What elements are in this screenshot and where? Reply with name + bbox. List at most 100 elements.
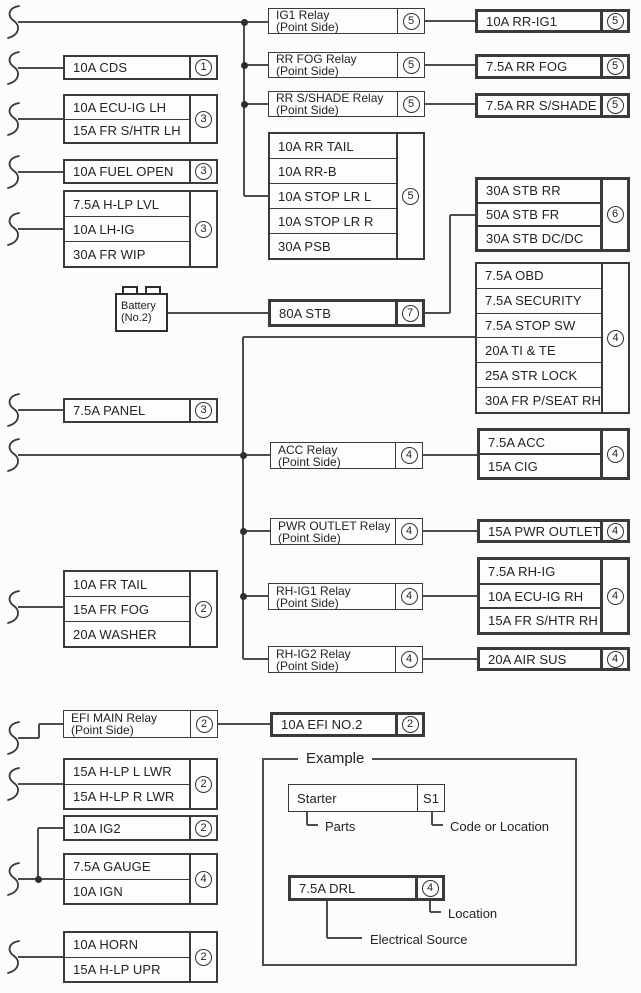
location-cell: 5	[397, 92, 424, 116]
fuse-row: 10A RR TAIL	[270, 134, 396, 158]
location-number-circled: 4	[400, 523, 418, 540]
fuse-row: 10A LH-IG	[65, 216, 189, 241]
relay-label-line: RH-IG2 Relay	[276, 646, 351, 661]
location-number-circled: 7	[401, 304, 419, 322]
location-cell: 3	[189, 96, 216, 142]
location-number-circled: 4	[400, 447, 418, 464]
location-number-circled: 3	[195, 402, 212, 419]
location-number-circled: 4	[606, 522, 624, 540]
fuse-row: 30A STB RR	[478, 180, 600, 202]
fuse-row: 7.5A STOP SW	[477, 312, 601, 338]
junction-dot	[239, 592, 247, 600]
location-number-circled: 2	[195, 948, 212, 966]
wire	[18, 118, 63, 120]
location-cell: 1	[189, 57, 216, 78]
location-cell: 5	[600, 57, 627, 76]
fuse-label: 10A HORN	[73, 937, 139, 953]
location-code: S1	[423, 790, 439, 806]
fuse-row: 15A H-LP R LWR	[65, 783, 189, 809]
fuse-row: 7.5A SECURITY	[477, 287, 601, 313]
wire-break-symbol	[2, 101, 24, 142]
fuse-row: 10A STOP LR R	[270, 208, 396, 233]
wire	[327, 937, 362, 939]
wire	[243, 595, 268, 597]
example-title: Example	[298, 750, 373, 767]
rh-ig2-relay: RH-IG2 Relay(Point Side)4	[268, 646, 423, 673]
fuse-7-5a-rr-fog: 7.5A RR FOG 5	[475, 54, 630, 79]
fuse-label: 7.5A RR S/SHADE	[486, 98, 597, 113]
fuse-label: 10A STOP LR R	[278, 213, 374, 229]
relay-label-line: (Point Side)	[276, 595, 339, 610]
junction-dot	[239, 451, 247, 459]
location-number-circled: 3	[195, 110, 212, 128]
fuse-row: 15A FR FOG	[65, 596, 189, 621]
fuse-label: 10A LH-IG	[73, 221, 135, 237]
location-number-circled: 5	[402, 187, 419, 205]
fuse-label: 7.5A RR FOG	[486, 59, 568, 74]
wire	[18, 21, 268, 23]
wire-break-symbol	[2, 437, 24, 478]
wire	[168, 312, 268, 314]
junction-dot	[240, 61, 248, 69]
location-number-circled: 5	[606, 12, 624, 30]
fuse-label: 10A STOP LR L	[278, 188, 372, 204]
fuse-label: 10A ECU-IG LH	[73, 99, 167, 115]
wire-break-symbol	[2, 211, 24, 252]
wire	[18, 228, 63, 230]
location-cell: 4	[600, 522, 627, 540]
relay-label-line: (Point Side)	[71, 723, 134, 737]
fuse-label: 30A STB RR	[486, 183, 561, 199]
ig1-relay: IG1 Relay(Point Side)5	[268, 8, 425, 34]
wire	[243, 530, 270, 532]
wire	[18, 171, 63, 173]
fuse-row: 15A H-LP UPR	[65, 956, 189, 982]
relay-label-line: PWR OUTLET Relay	[278, 518, 391, 533]
wire	[450, 214, 475, 216]
location-cell: 2	[189, 817, 216, 839]
fuse-row: 7.5A OBD	[477, 264, 601, 288]
acc-relay: ACC Relay(Point Side)4	[270, 442, 423, 469]
fuse-label: 10A CDS	[73, 60, 128, 75]
junction-dot	[239, 527, 247, 535]
wire-break-symbol	[2, 154, 24, 195]
relay-label-line: (Point Side)	[276, 64, 339, 78]
fuse-row: 25A STR LOCK	[477, 362, 601, 387]
fuse-row: 10A CDS	[65, 57, 189, 78]
location-number-circled: 6	[606, 206, 624, 223]
wire	[39, 723, 63, 725]
location-number-circled: 4	[400, 651, 418, 668]
fuse-row: 10A FUEL OPEN	[65, 161, 189, 182]
fuse-label: 10A RR-B	[278, 163, 337, 179]
relay-label-line: (Point Side)	[278, 530, 341, 545]
location-number-circled: 4	[195, 870, 212, 888]
wire	[18, 956, 63, 958]
wire-break-symbol	[2, 939, 24, 980]
wire	[449, 215, 451, 313]
battery-label: Battery	[121, 300, 156, 312]
wire	[242, 337, 244, 659]
fuse-10a-rr-ig1: 10A RR-IG1 5	[475, 9, 630, 33]
location-cell: 7	[395, 302, 422, 324]
junction-dot	[34, 875, 42, 883]
fuse-row: 10A EFI NO.2	[273, 715, 395, 734]
wire	[423, 658, 477, 660]
wire	[431, 812, 433, 825]
fuse-row: 20A WASHER	[65, 621, 189, 646]
wire	[243, 336, 475, 338]
fuse-label: 10A RR-IG1	[486, 13, 558, 29]
location-cell: 2	[189, 933, 216, 981]
wire	[425, 103, 475, 105]
wire-break-symbol	[2, 766, 24, 807]
fuse-label: 7.5A ACC	[488, 434, 546, 450]
fuse-row: 10A HORN	[65, 933, 189, 957]
relay-label-line: IG1 Relay	[276, 8, 330, 22]
fuse-row: 7.5A H-LP LVL	[65, 192, 189, 216]
fuse-row: 7.5A GAUGE	[65, 855, 189, 879]
relay-label-line: RR FOG Relay	[276, 52, 357, 66]
location-label: Location	[448, 906, 498, 921]
fuse-label: 7.5A H-LP LVL	[73, 196, 160, 212]
